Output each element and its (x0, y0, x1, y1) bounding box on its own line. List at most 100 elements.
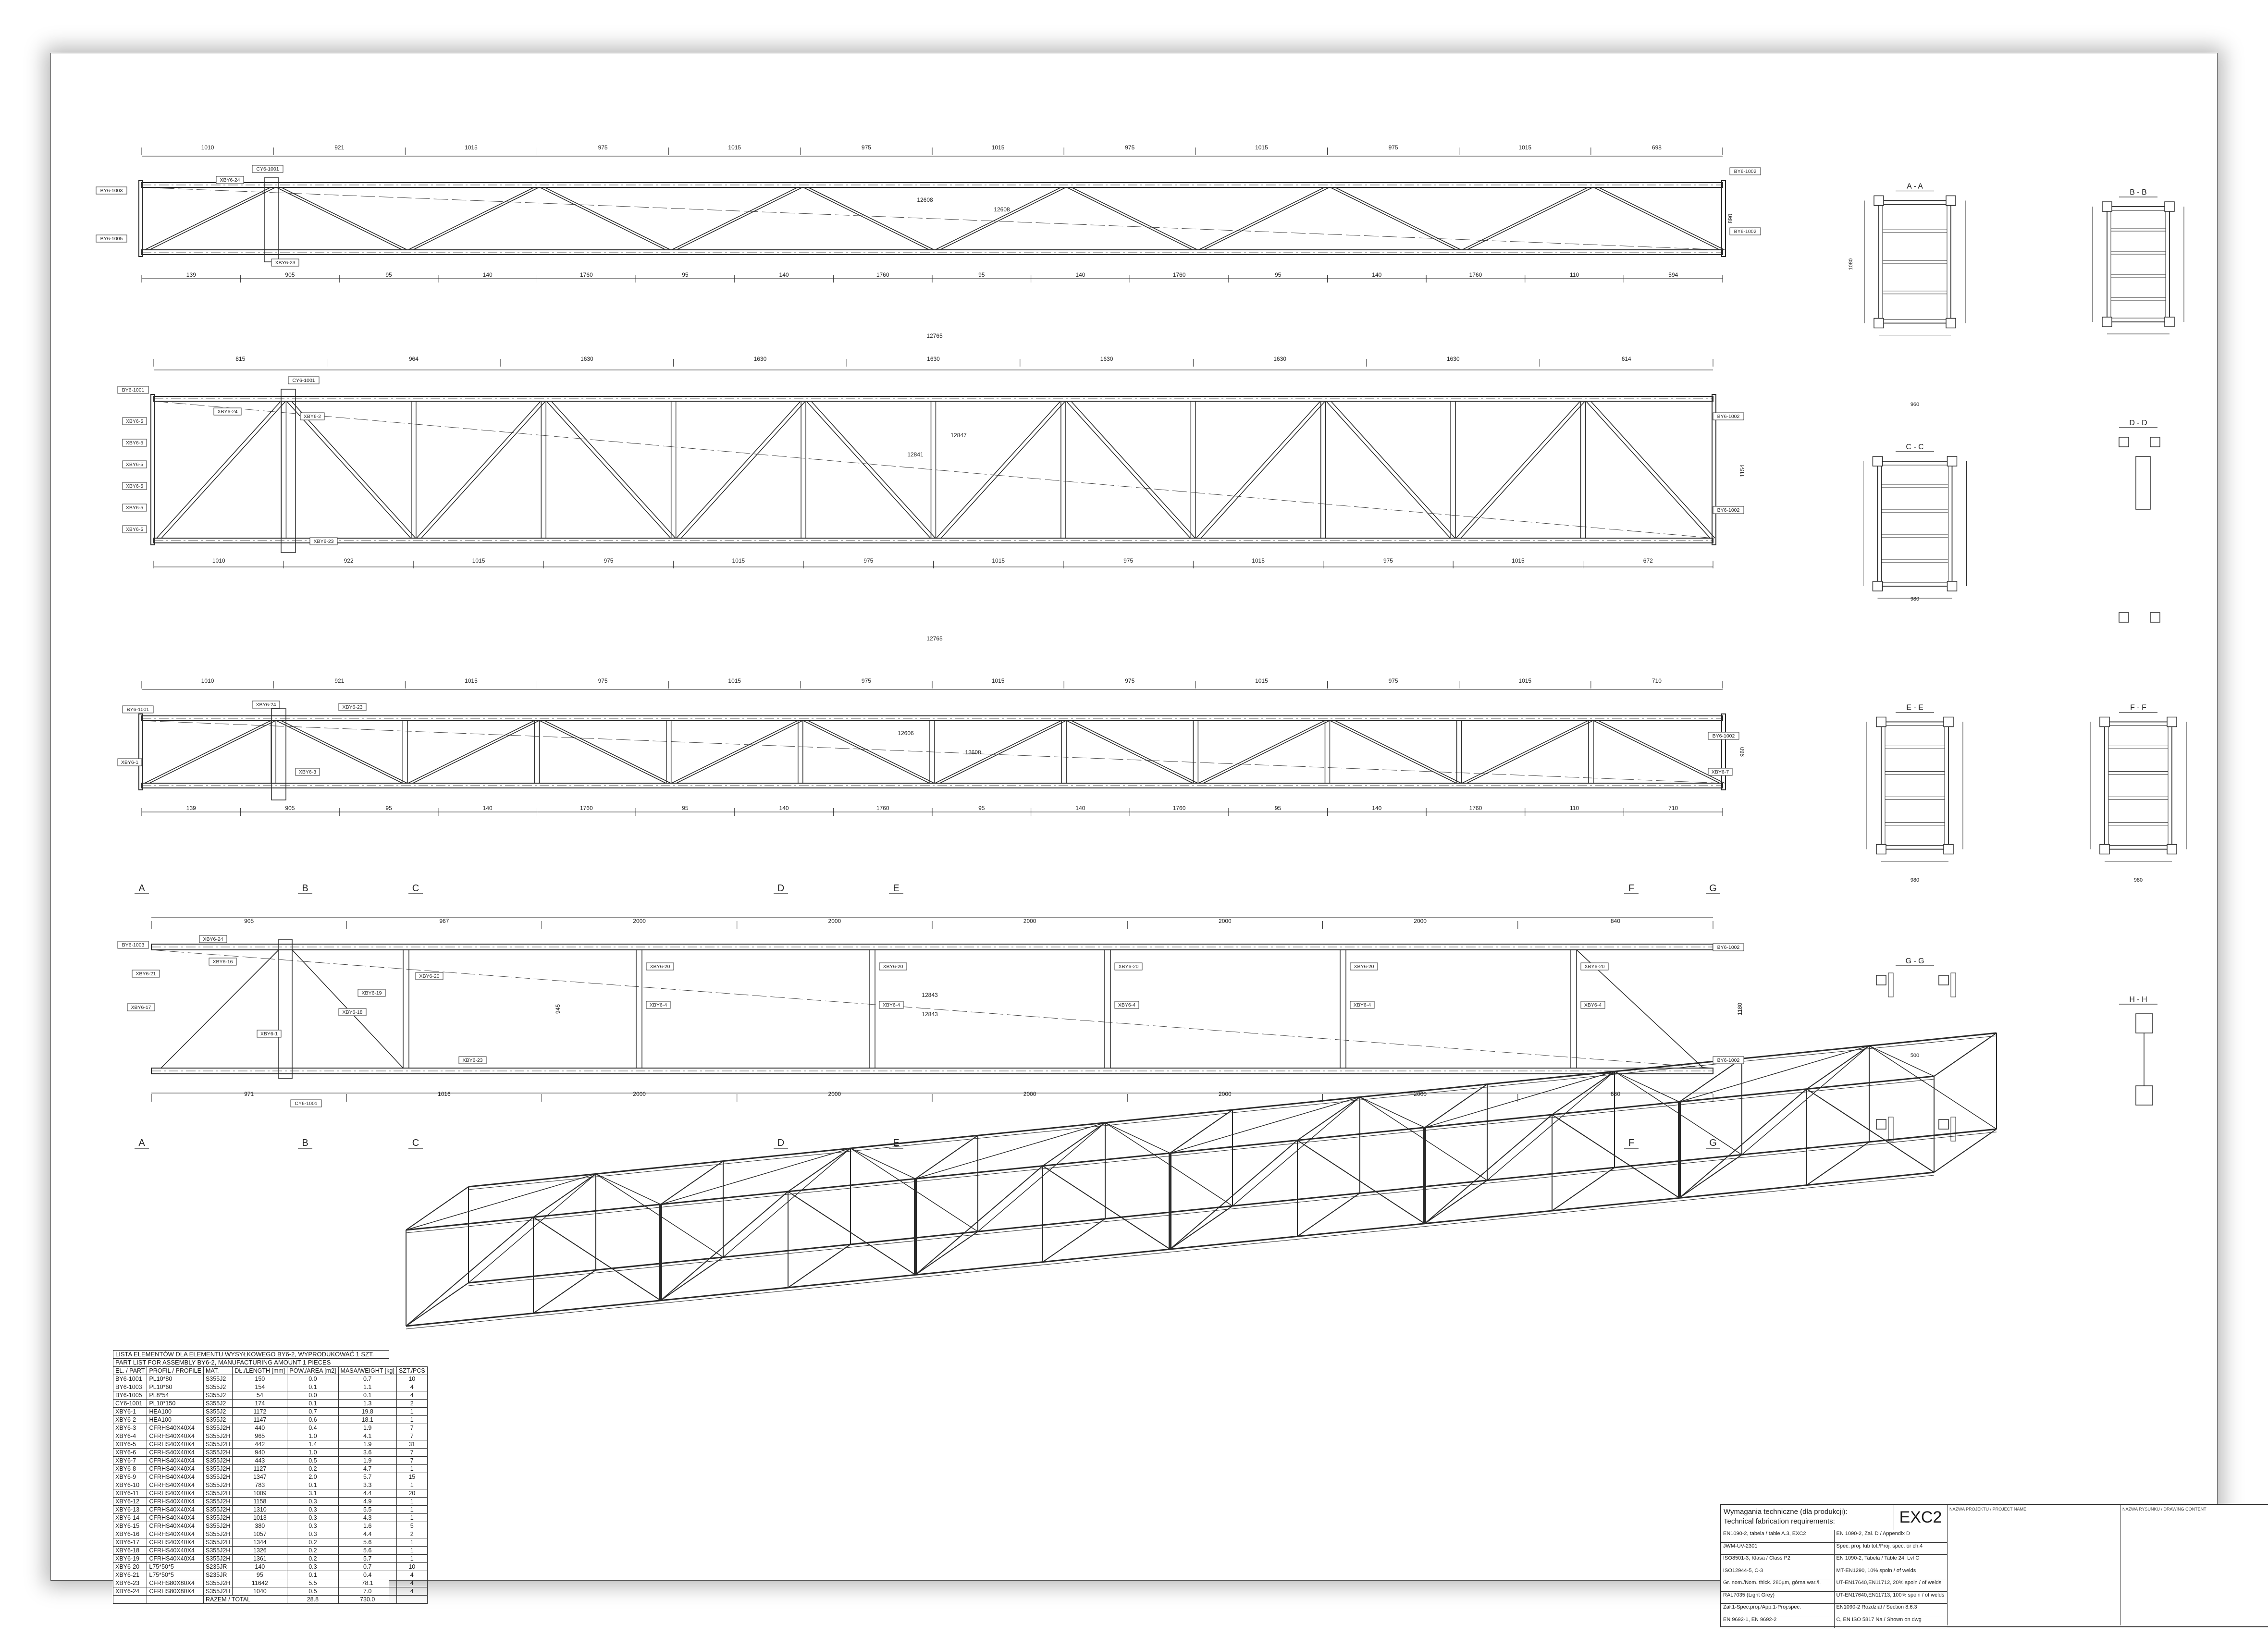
table-cell: 4 (396, 1391, 428, 1400)
elev4-diagonal: 12843 (922, 992, 938, 998)
elev1-bottom-dimension: 95 (978, 271, 985, 278)
grid-marker-G: G (1709, 883, 1717, 894)
grid-marker-C: C (412, 1138, 419, 1148)
elev1-top-dimension: 1015 (992, 144, 1005, 151)
table-cell: CFRHS40X40X4 (147, 1546, 204, 1555)
section-ee-width: 980 (1911, 877, 1919, 883)
elev2-bottom-dimension: 1015 (1512, 557, 1525, 564)
reference-line (153, 401, 1713, 539)
table-cell: CFRHS40X40X4 (147, 1424, 204, 1432)
part-tag-label: BY6-1002 (1734, 229, 1757, 234)
section-ff-strut (2108, 771, 2169, 774)
part-tag-label: XBY6-5 (126, 418, 143, 424)
table-cell: 4.9 (338, 1497, 397, 1506)
elevation-3-diagonal (671, 720, 798, 784)
iso-diagonal (1359, 1096, 1488, 1181)
table-cell: 0.3 (287, 1497, 339, 1506)
parts-header-cell: SZT./PCS (396, 1366, 428, 1375)
part-tag-box (122, 439, 147, 447)
part-tag-label: XBY6-18 (342, 1009, 362, 1015)
part-tag-box (415, 972, 444, 980)
section-ee-strut (1885, 771, 1945, 774)
part-tag-box (1114, 962, 1143, 971)
section-dd-title: D - D (2129, 419, 2147, 427)
table-cell: PL8*54 (147, 1391, 204, 1400)
elev4-top-dimension: 2000 (1219, 918, 1232, 924)
elev3-height: 960 (1739, 747, 1746, 757)
reference-line (141, 720, 1723, 784)
iso-frame-member (788, 1148, 851, 1192)
elevation-3-diagonal (276, 720, 403, 784)
table-cell: 10 (396, 1375, 428, 1383)
elevation-3-diagonal (676, 720, 803, 784)
section-bb-strut (2110, 274, 2166, 278)
part-tag-label: XBY6-4 (1118, 1002, 1135, 1008)
table-cell: 4.4 (338, 1530, 397, 1538)
elevation-3-end-plate (1721, 713, 1726, 790)
elev1-bottom-dimension: 95 (385, 271, 392, 278)
part-tag-box (1114, 1001, 1139, 1009)
requirement-cell: UT-EN17640,EN11712, 20% spoin / of welds (1836, 1580, 1942, 1586)
iso-chord-edge (406, 1175, 1935, 1329)
section-dd-chord (2150, 612, 2160, 623)
part-tag-box (122, 482, 147, 490)
table-cell: S355J2H (203, 1505, 233, 1514)
elev2-top-dimension: 815 (235, 356, 245, 362)
table-cell: 1172 (232, 1407, 288, 1416)
part-tag-label: XBY6-5 (126, 462, 143, 467)
elevation-2-diagonal (681, 401, 806, 539)
section-cc-strut (1881, 509, 1948, 513)
elev2-top-dimension: 964 (409, 356, 419, 362)
elev2-overall: 12765 (926, 332, 943, 339)
elev4-height: 1180 (1737, 1003, 1743, 1015)
table-cell: CFRHS40X40X4 (147, 1473, 204, 1481)
table-cell: 95 (232, 1571, 288, 1579)
elev3-bottom-dimension: 95 (682, 805, 689, 811)
table-cell: XBY6-4 (112, 1432, 148, 1440)
elev2-top-dimension: 1630 (754, 356, 767, 362)
section-bb-chord (2102, 317, 2112, 327)
part-tag-box (127, 1003, 155, 1011)
part-tag-label: XBY6-23 (275, 260, 295, 266)
table-cell: BY6-1003 (112, 1383, 148, 1391)
reference-line (151, 949, 1713, 1069)
section-bb-inner (2110, 210, 2166, 319)
part-tag-label: XBY6-4 (650, 1002, 667, 1008)
table-cell: L75*50*5 (147, 1562, 204, 1571)
part-tag-label: BY6-1002 (1713, 733, 1735, 739)
table-cell: S355J2H (203, 1522, 233, 1530)
section-cc-title: C - C (1906, 443, 1923, 451)
table-cell: 1147 (232, 1415, 288, 1424)
elev1-top-dimension: 975 (598, 144, 608, 151)
requirement-cell: RAL7035 (Light Grey) (1721, 1591, 1835, 1603)
table-cell: XBY6-16 (112, 1530, 148, 1538)
elevation-1-diagonal (1071, 187, 1198, 250)
part-tag-box (213, 407, 242, 416)
elev4-inner-height: 945 (555, 1004, 561, 1014)
section-aa-chord (1946, 318, 1956, 329)
part-tag-label: XBY6-20 (1118, 964, 1138, 970)
elev1-top-dimension: 1015 (728, 144, 741, 151)
section-aa-chord (1874, 318, 1884, 329)
part-tag-label: BY6-1002 (1734, 169, 1757, 174)
elev2-top-dimension: 1630 (1273, 356, 1286, 362)
section-cc-strut (1881, 534, 1948, 538)
table-cell: 7 (396, 1432, 428, 1440)
elevation-3-diagonal (935, 720, 1061, 784)
iso-frame-member (1679, 1154, 1742, 1199)
iso-frame-member (1297, 1192, 1360, 1237)
table-cell: 0.7 (338, 1562, 397, 1571)
part-tag-label: BY6-1003 (122, 942, 145, 948)
table-cell: CFRHS40X40X4 (147, 1448, 204, 1457)
section-aa-height: 1080 (1848, 258, 1854, 270)
table-cell: 4 (396, 1587, 428, 1596)
table-cell: 783 (232, 1481, 288, 1489)
iso-frame-member (1170, 1205, 1233, 1250)
part-tag-box (1713, 1056, 1744, 1064)
section-aa-chord (1874, 195, 1884, 206)
